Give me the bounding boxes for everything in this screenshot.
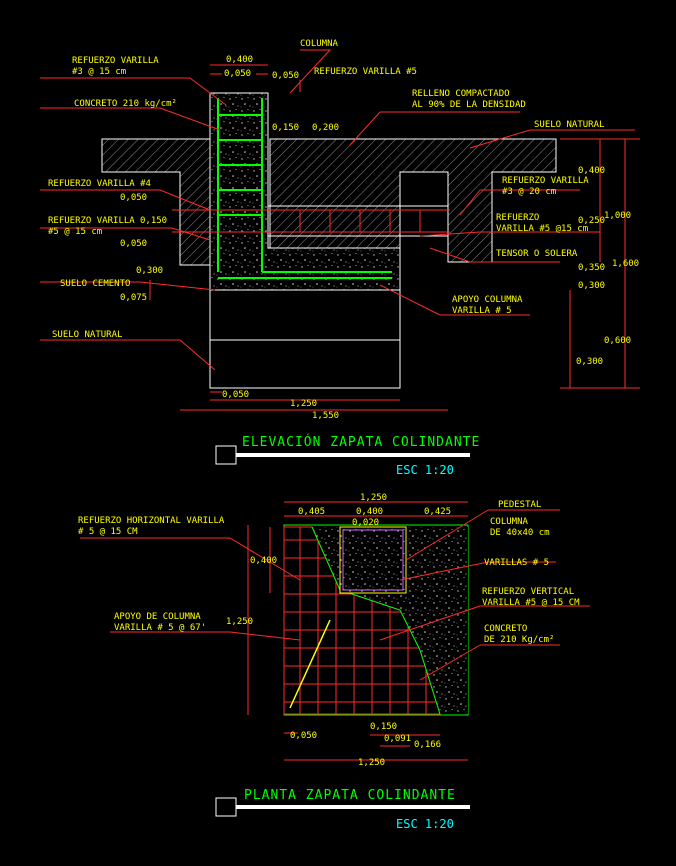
- label-refuerzo-v4: REFUERZO VARILLA #4: [48, 179, 151, 189]
- plan-dim-bottom-1250: 1,250: [358, 758, 385, 768]
- plan-title: PLANTA ZAPATA COLINDANTE: [244, 788, 456, 803]
- label-apoyo-a: APOYO COLUMNA: [452, 295, 523, 305]
- plan-dim-top-1250: 1,250: [360, 493, 387, 503]
- elevation-dim-lines: [149, 64, 640, 411]
- plan-dim-0405: 0,405: [298, 507, 325, 517]
- plan-dim-left-1250: 1,250: [226, 617, 253, 627]
- plan-dim-0150: 0,150: [370, 722, 397, 732]
- dim-0300b: 0,300: [576, 357, 603, 367]
- plan-label-refuerzo-v-a: REFUERZO VERTICAL: [482, 587, 574, 597]
- plan-label-refuerzo-h-b: # 5 @ 15 CM: [78, 527, 138, 537]
- natural-soil-layer: [209, 339, 401, 389]
- dim-0050b: 0,050: [272, 71, 299, 81]
- dim-0300a: 0,300: [136, 266, 163, 276]
- dim-0300r: 0,300: [578, 281, 605, 291]
- label-suelo-natural-top: SUELO NATURAL: [534, 120, 604, 130]
- plan-dim-0425: 0,425: [424, 507, 451, 517]
- plan-dim-0400: 0,400: [356, 507, 383, 517]
- dim-0400: 0,400: [226, 55, 253, 65]
- elevation-title: ELEVACIÓN ZAPATA COLINDANTE: [242, 434, 480, 450]
- dim-1550: 1,550: [312, 411, 339, 421]
- plan-dim-left-0400: 0,400: [250, 556, 277, 566]
- plan-label-apoyo-a: APOYO DE COLUMNA: [114, 612, 201, 622]
- rebar-grid: [284, 527, 436, 714]
- dim-0250: 0,250: [578, 216, 605, 226]
- label-suelo-cemento: SUELO CEMENTO: [60, 279, 130, 289]
- label-refuerzo-v3-20-a: REFUERZO VARILLA: [502, 176, 589, 186]
- column-section: [342, 529, 404, 591]
- dim-0050e: 0,050: [222, 390, 249, 400]
- dim-0050c: 0,050: [120, 193, 147, 203]
- label-refuerzo-v5-right-b: VARILLA #5 @15 cm: [496, 224, 588, 234]
- label-tensor: TENSOR O SOLERA: [496, 249, 578, 259]
- label-refuerzo-v5-left-b: #5 @ 15 cm: [48, 227, 102, 237]
- label-relleno-b: AL 90% DE LA DENSIDAD: [412, 100, 526, 110]
- plan-label-columna-a: COLUMNA: [490, 517, 529, 527]
- dim-1250: 1,250: [290, 399, 317, 409]
- plan-label-pedestal: PEDESTAL: [498, 500, 541, 510]
- plan-dim-0091: 0,091: [384, 734, 411, 744]
- elevation-scale: ESC 1:20: [396, 463, 454, 477]
- label-refuerzo-v5-left-a: REFUERZO VARILLA: [48, 216, 135, 226]
- label-refuerzo-v3-20-b: #3 @ 20 cm: [502, 187, 556, 197]
- plan-view: REFUERZO HORIZONTAL VARILLA # 5 @ 15 CM …: [78, 493, 590, 831]
- plan-label-columna-b: DE 40x40 cm: [490, 528, 550, 538]
- plan-dim-0166: 0,166: [414, 740, 441, 750]
- label-columna: COLUMNA: [300, 39, 339, 49]
- dim-0400r: 0,400: [578, 166, 605, 176]
- elevation-view: COLUMNA REFUERZO VARILLA #3 @ 15 cm REFU…: [40, 39, 640, 477]
- backfill-hatch-right: [269, 138, 557, 263]
- dim-0150a: 0,150: [272, 123, 299, 133]
- column-pedestal: [339, 526, 407, 594]
- label-apoyo-b: VARILLA # 5: [452, 306, 512, 316]
- label-refuerzo-v3-a: REFUERZO VARILLA: [72, 56, 159, 66]
- beam-rebar: [172, 209, 450, 233]
- label-relleno-a: RELLENO COMPACTADO: [412, 89, 510, 99]
- cement-soil-layer: [209, 289, 401, 341]
- dim-1000: 1,000: [604, 211, 631, 221]
- elevation-leaders: [40, 49, 635, 371]
- plan-title-box: [215, 797, 237, 817]
- plan-label-refuerzo-h-a: REFUERZO HORIZONTAL VARILLA: [78, 516, 225, 526]
- column-rebar: [217, 98, 392, 279]
- dim-0050a: 0,050: [224, 69, 251, 79]
- plan-scale: ESC 1:20: [396, 817, 454, 831]
- dim-0075: 0,075: [120, 293, 147, 303]
- label-refuerzo-v3-b: #3 @ 15 cm: [72, 67, 126, 77]
- plan-dim-0020: 0,020: [352, 518, 379, 528]
- plan-leaders: [80, 501, 590, 761]
- diagonal-bar: [289, 619, 331, 709]
- plan-label-varillas: VARILLAS # 5: [484, 558, 549, 568]
- label-suelo-natural-bottom: SUELO NATURAL: [52, 330, 122, 340]
- dim-0350: 0,350: [578, 263, 605, 273]
- dim-1600: 1,600: [612, 259, 639, 269]
- dim-0050d: 0,050: [120, 239, 147, 249]
- label-refuerzo-v5-top: REFUERZO VARILLA #5: [314, 67, 417, 77]
- plan-label-concreto-b: DE 210 Kg/cm²: [484, 635, 554, 645]
- dim-0200: 0,200: [312, 123, 339, 133]
- plan-label-concreto-a: CONCRETO: [484, 624, 527, 634]
- dim-0600: 0,600: [604, 336, 631, 346]
- plan-dim-0050: 0,050: [290, 731, 317, 741]
- label-concreto: CONCRETO 210 kg/cm²: [74, 99, 177, 109]
- elevation-title-box: [215, 445, 237, 465]
- backfill-hatch: [101, 138, 211, 266]
- dim-0150b: 0,150: [140, 216, 167, 226]
- plan-label-refuerzo-v-b: VARILLA #5 @ 15 CM: [482, 598, 580, 608]
- plan-label-apoyo-b: VARILLA # 5 @ 67': [114, 623, 206, 633]
- label-refuerzo-v5-right-a: REFUERZO: [496, 213, 539, 223]
